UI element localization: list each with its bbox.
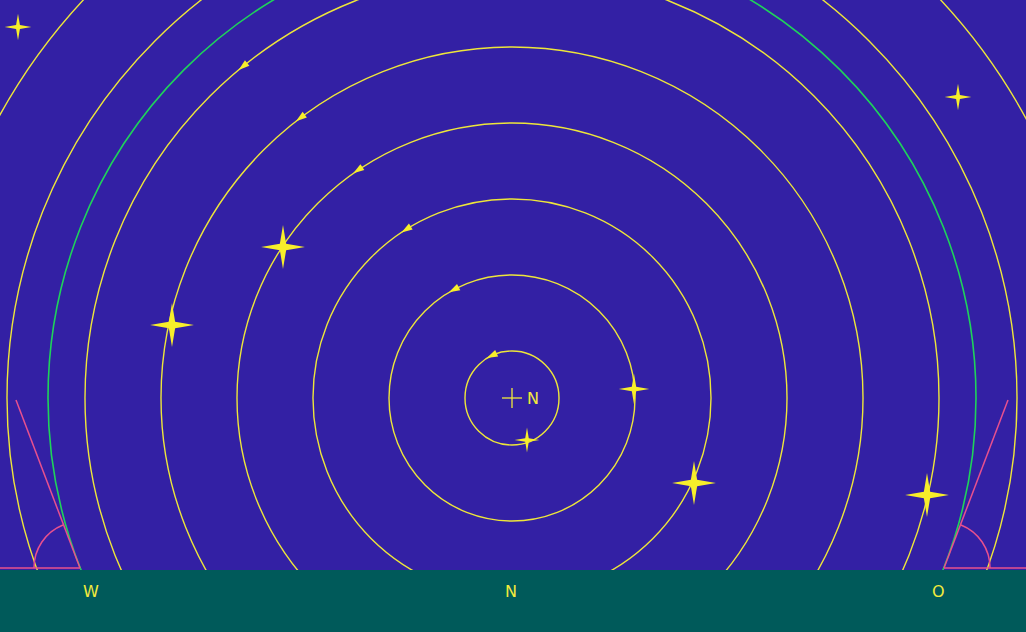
- angle-marks: [0, 400, 1026, 568]
- direction-arrow: [487, 350, 498, 358]
- direction-arrow: [449, 284, 460, 292]
- direction-arrow: [401, 224, 412, 233]
- pole-cross: [502, 388, 522, 408]
- pole-label: N: [527, 390, 539, 408]
- direction-arrows: [239, 60, 499, 358]
- ground: [0, 570, 1026, 632]
- direction-label: N: [505, 583, 517, 601]
- direction-arrow: [353, 164, 364, 173]
- direction-label: O: [932, 583, 945, 601]
- direction-label: W: [83, 583, 99, 601]
- stars: [5, 14, 972, 517]
- direction-arrow: [296, 112, 307, 121]
- direction-arrow: [239, 60, 250, 70]
- horizon-circle: [48, 0, 976, 632]
